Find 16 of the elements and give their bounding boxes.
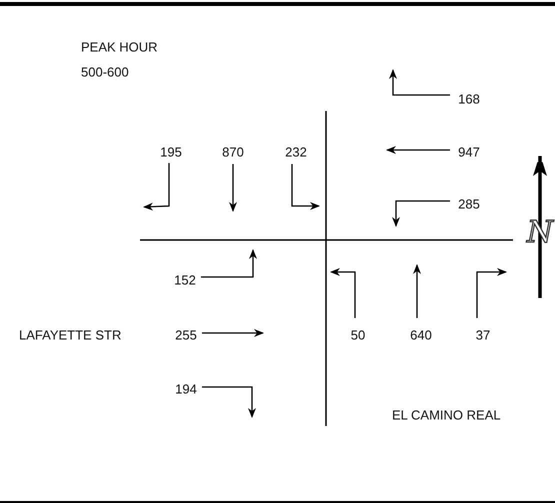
volume-label: 168	[458, 92, 480, 106]
title: PEAK HOUR	[81, 40, 158, 54]
volume-label: 37	[476, 328, 490, 342]
volume-label: 255	[175, 328, 197, 342]
volume-label: 50	[350, 328, 366, 342]
volume-label: 947	[458, 146, 480, 158]
street-name: LAFAYETTE STR	[19, 328, 122, 342]
volume-label: 195	[160, 146, 182, 158]
volume-label: 285	[458, 198, 480, 210]
volume-label: 870	[222, 146, 244, 158]
volume-label: 152	[174, 274, 196, 286]
street-name: EL CAMINO REAL	[392, 408, 501, 422]
volume-label: 232	[285, 146, 307, 158]
volume-label: 194	[175, 382, 197, 396]
time-label: 500-600	[81, 66, 129, 78]
volume-label: 640	[410, 328, 432, 342]
